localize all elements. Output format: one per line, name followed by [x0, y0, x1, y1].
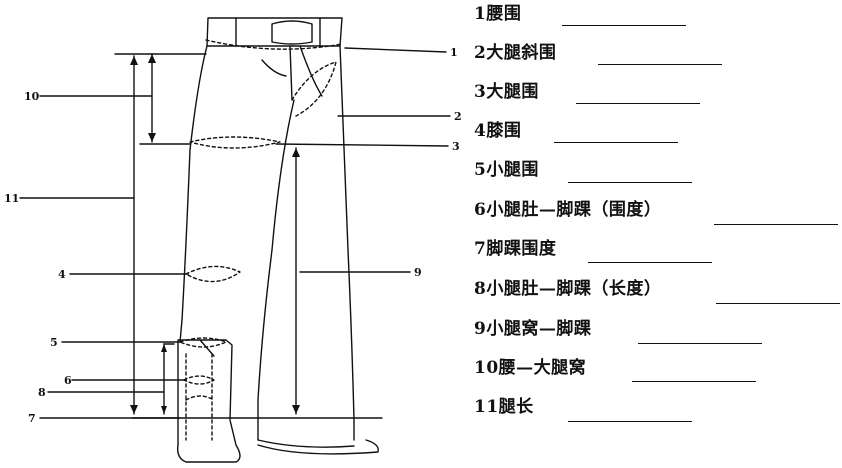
callout-8: 8 [38, 386, 46, 399]
knee-loop [185, 265, 241, 283]
callout-5: 5 [50, 336, 58, 349]
item-label-waist: 1腰围 [474, 4, 522, 24]
item-label-thigh: 3大腿围 [474, 82, 539, 102]
calf-ankle-length-answer-line[interactable] [716, 303, 840, 304]
callout-6: 6 [64, 374, 72, 387]
ankle-answer-line[interactable] [588, 262, 712, 263]
waist-thigh-pit-answer-line[interactable] [632, 381, 756, 382]
item-label-ankle: 7脚踝围度 [474, 239, 557, 259]
callout-2: 2 [454, 110, 462, 123]
belt-buckle [271, 20, 313, 45]
right-shoe [257, 439, 379, 455]
item-label-leg-length: 11腿长 [474, 397, 534, 417]
item-label-knee-pit-ankle: 9小腿窝—脚踝 [474, 319, 592, 339]
ankle-loop [183, 375, 215, 385]
item-label-waist-thigh-pit: 10腰—大腿窝 [474, 358, 587, 378]
leg-length-answer-line[interactable] [568, 421, 692, 422]
calf-ankle-girth-answer-line[interactable] [714, 224, 838, 225]
callout-1: 1 [450, 46, 458, 59]
callout-3-line [275, 143, 449, 147]
left-boot [176, 339, 241, 463]
thigh-answer-line[interactable] [576, 103, 700, 104]
callout-1-line [344, 47, 447, 53]
item-label-calf-ankle-girth: 6小腿肚—脚踝（围度） [474, 200, 662, 220]
knee-answer-line[interactable] [554, 142, 678, 143]
callout-9: 9 [414, 266, 422, 279]
right-leg-outline [339, 45, 355, 441]
callout-3: 3 [452, 140, 460, 153]
callout-10: 10 [24, 90, 40, 103]
item-label-thigh-oblique: 2大腿斜围 [474, 43, 557, 63]
knee-pit-ankle-answer-line[interactable] [638, 343, 762, 344]
item-label-calf-ankle-length: 8小腿肚—脚踝（长度） [474, 279, 662, 299]
thigh-oblique-loop [291, 61, 337, 117]
thigh-loop [189, 136, 281, 149]
callout-4: 4 [58, 268, 66, 281]
left-leg-outline [179, 45, 208, 343]
inseam-left [257, 99, 295, 441]
waist-loop [205, 39, 343, 50]
item-label-knee: 4膝围 [474, 121, 522, 141]
calf-loop [179, 337, 227, 348]
callout-11: 11 [4, 192, 19, 205]
waist-answer-line[interactable] [562, 25, 686, 26]
thigh-oblique-answer-line[interactable] [598, 64, 722, 65]
trouser-cuff [257, 439, 355, 448]
callout-7: 7 [28, 412, 36, 425]
fly [289, 45, 293, 101]
item-label-calf: 5小腿围 [474, 160, 539, 180]
calf-answer-line[interactable] [568, 182, 692, 183]
